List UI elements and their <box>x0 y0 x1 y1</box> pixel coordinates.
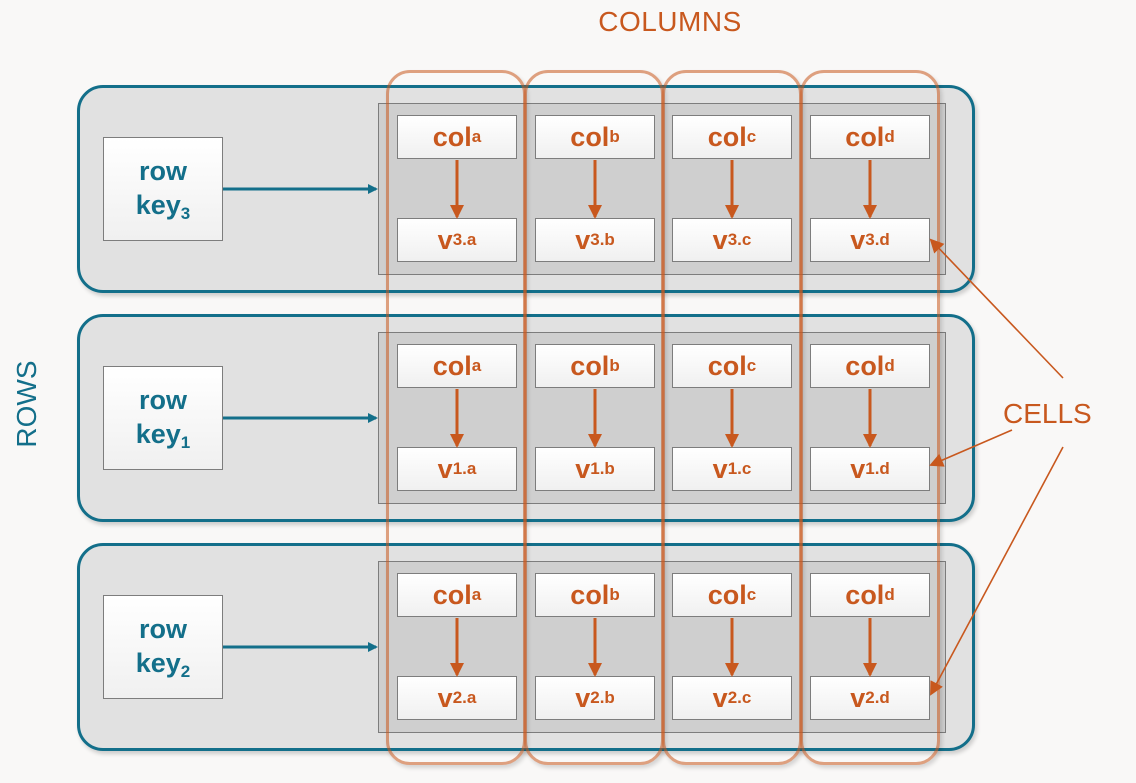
column-name-text: col <box>570 121 610 152</box>
cells-callout-arrow <box>929 238 1064 379</box>
cells-callout-arrow <box>930 446 1064 696</box>
row-key-text: key <box>135 648 181 678</box>
cell-value-text: v <box>437 224 453 255</box>
column-name-text: col <box>845 121 885 152</box>
column-name-text: col <box>707 350 747 381</box>
row-key-subscript: 2 <box>180 662 191 681</box>
row-key-text: key <box>135 419 181 449</box>
row-key-text: key <box>135 190 181 220</box>
cell-value-text: v <box>712 224 728 255</box>
column-name-text: col <box>570 579 610 610</box>
cell-value-text: v <box>575 453 591 484</box>
cell-value-text: v <box>850 682 866 713</box>
row-key-label: row <box>138 614 187 645</box>
cell-value-text: v <box>575 224 591 255</box>
column-name-text: col <box>707 121 747 152</box>
cell-value-text: v <box>437 453 453 484</box>
cell-value-text: v <box>437 682 453 713</box>
row-key-label: row <box>138 156 187 187</box>
cells-title: CELLS <box>1003 398 1092 429</box>
row-key-name: key2 <box>136 647 191 681</box>
row-key-name: key3 <box>136 189 191 223</box>
cells-callout-arrow <box>929 429 1013 467</box>
cell-value-text: v <box>712 453 728 484</box>
cell-value-text: v <box>850 224 866 255</box>
columns-title: COLUMNS <box>598 6 742 37</box>
column-name-text: col <box>845 350 885 381</box>
row-key-subscript: 1 <box>180 433 191 452</box>
row-key-label: row <box>138 385 187 416</box>
column-name-text: col <box>570 350 610 381</box>
column-name-text: col <box>432 121 472 152</box>
column-name-text: col <box>432 579 472 610</box>
column-name-text: col <box>707 579 747 610</box>
cell-value-text: v <box>712 682 728 713</box>
row-key-name: key1 <box>136 418 191 452</box>
column-name-text: col <box>845 579 885 610</box>
cell-value-text: v <box>850 453 866 484</box>
column-band-d <box>800 70 940 765</box>
cell-value-text: v <box>575 682 591 713</box>
row-key-subscript: 3 <box>180 204 191 223</box>
column-name-text: col <box>432 350 472 381</box>
